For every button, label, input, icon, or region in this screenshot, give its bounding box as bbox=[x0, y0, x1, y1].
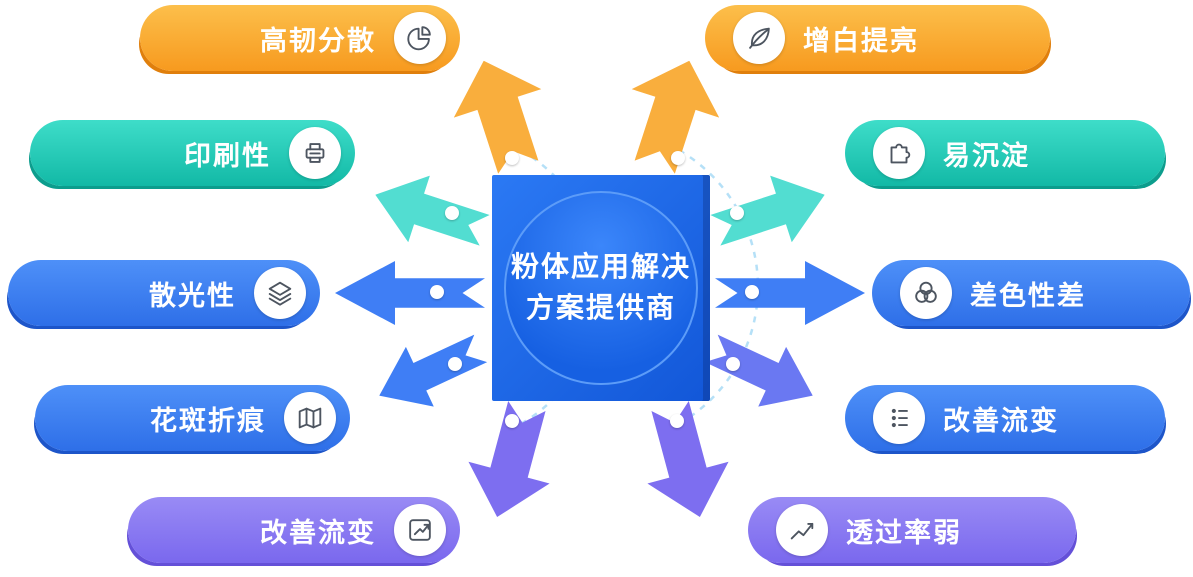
pill-right-zengbai-tiliang: 增白提亮 bbox=[705, 5, 1050, 71]
overlapping-circles-icon bbox=[900, 267, 952, 319]
pill-label: 改善流变 bbox=[260, 517, 376, 548]
pill-label: 改善流变 bbox=[943, 405, 1059, 436]
pie-chart-icon bbox=[394, 12, 446, 64]
connector-dot bbox=[670, 414, 684, 428]
pill-left-gaoren-fensan: 高韧分散 bbox=[140, 5, 460, 71]
center-title-line1: 粉体应用解决 bbox=[510, 251, 691, 283]
pill-left-gaishan-liubian: 改善流变 bbox=[128, 497, 460, 563]
pill-left-huaban-zhehen: 花斑折痕 bbox=[35, 385, 350, 451]
pill-label: 散光性 bbox=[149, 280, 236, 311]
connector-dot bbox=[726, 357, 740, 371]
connector-dot bbox=[745, 285, 759, 299]
pill-label: 易沉淀 bbox=[943, 140, 1030, 171]
map-icon bbox=[284, 392, 336, 444]
connector-dot bbox=[445, 206, 459, 220]
line-chart-icon bbox=[776, 504, 828, 556]
center-circle: 粉体应用解决 方案提供商 bbox=[504, 191, 698, 385]
center-badge: 粉体应用解决 方案提供商 bbox=[492, 175, 710, 401]
pill-label: 花斑折痕 bbox=[150, 405, 266, 436]
leaf-icon bbox=[733, 12, 785, 64]
pill-label: 印刷性 bbox=[184, 140, 271, 171]
layers-icon bbox=[254, 267, 306, 319]
center-title-line2: 方案提供商 bbox=[525, 292, 676, 323]
pill-right-chasexing-cha: 差色性差 bbox=[872, 260, 1190, 326]
connector-dot bbox=[671, 151, 685, 165]
pill-right-touguolv-ruo: 透过率弱 bbox=[748, 497, 1076, 563]
connector-dot bbox=[448, 357, 462, 371]
pill-right-gaishan-liubian: 改善流变 bbox=[845, 385, 1165, 451]
trend-box-icon bbox=[394, 504, 446, 556]
pill-right-yichendian: 易沉淀 bbox=[845, 120, 1165, 186]
connector-dot bbox=[730, 206, 744, 220]
connector-dot bbox=[505, 414, 519, 428]
puzzle-icon bbox=[873, 127, 925, 179]
pill-left-yinshuaxing: 印刷性 bbox=[30, 120, 355, 186]
pill-label: 差色性差 bbox=[970, 280, 1086, 311]
connector-dot bbox=[505, 151, 519, 165]
connector-dot bbox=[430, 285, 444, 299]
pill-left-sanguangxing: 散光性 bbox=[8, 260, 320, 326]
list-dots-icon bbox=[873, 392, 925, 444]
printer-icon bbox=[289, 127, 341, 179]
pill-label: 增白提亮 bbox=[803, 25, 919, 56]
pill-label: 透过率弱 bbox=[846, 517, 962, 548]
pill-label: 高韧分散 bbox=[260, 25, 376, 56]
